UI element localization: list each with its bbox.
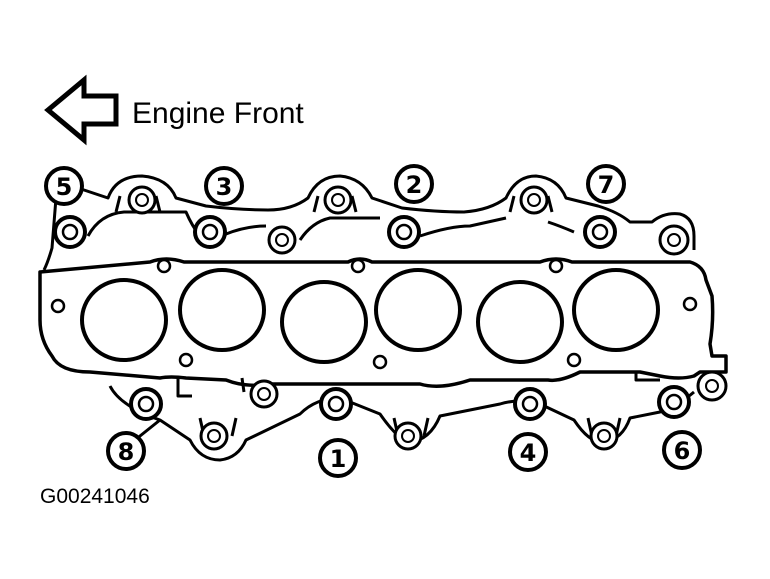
bolt-upper-stud-b — [267, 225, 297, 255]
bolt-2 — [387, 215, 421, 249]
bolt-lower-stud-b — [249, 379, 279, 409]
bolt-4 — [513, 387, 547, 421]
sequence-number-badges: 5 3 2 7 8 1 4 6 — [44, 164, 702, 478]
manifold-bolts — [53, 185, 728, 451]
bolt-8 — [129, 387, 163, 421]
bolt-3 — [193, 215, 227, 249]
sequence-number-4: 4 — [520, 439, 537, 467]
upper-runner-outline — [42, 174, 696, 271]
bolt-lower-stud-a — [199, 421, 229, 451]
sequence-number-3: 3 — [216, 173, 233, 201]
bolt-upper-stud-c — [323, 185, 353, 215]
figure-id: G00241046 — [40, 485, 150, 508]
port-3 — [280, 280, 368, 364]
sequence-badge-3: 3 — [204, 166, 244, 206]
sequence-badge-1: 1 — [318, 438, 358, 478]
bolt-lower-stud-c — [393, 421, 423, 451]
bolt-7 — [583, 215, 617, 249]
sequence-badge-4: 4 — [508, 432, 548, 472]
bolt-upper-stud-d — [519, 185, 549, 215]
locating-holes — [50, 258, 698, 370]
bolt-lower-stud-d — [589, 421, 619, 451]
port-2 — [178, 268, 266, 352]
port-1 — [80, 278, 168, 362]
sequence-badge-2: 2 — [394, 164, 434, 204]
sequence-badge-6: 6 — [662, 430, 702, 470]
sequence-number-5: 5 — [56, 173, 73, 201]
sequence-badge-5: 5 — [44, 166, 84, 206]
port-6 — [572, 268, 660, 352]
bolt-5 — [53, 215, 87, 249]
sequence-number-6: 6 — [674, 437, 691, 465]
sequence-number-1: 1 — [330, 445, 347, 473]
bolt-6 — [657, 385, 691, 419]
engine-front-label: Engine Front — [132, 97, 304, 130]
sequence-badge-7: 7 — [586, 164, 626, 204]
sequence-number-8: 8 — [118, 438, 135, 466]
sequence-number-7: 7 — [598, 171, 615, 199]
sequence-number-2: 2 — [406, 171, 423, 199]
intake-ports — [80, 268, 660, 364]
engine-front-arrow-icon — [44, 74, 119, 146]
sequence-badge-8: 8 — [106, 431, 146, 471]
port-4 — [374, 268, 462, 352]
bolt-lower-stud-e — [696, 370, 728, 402]
port-5 — [476, 280, 564, 364]
bolt-upper-stud-e — [658, 224, 690, 256]
bolt-upper-stud-a — [127, 185, 157, 215]
bolt-1 — [319, 387, 353, 421]
